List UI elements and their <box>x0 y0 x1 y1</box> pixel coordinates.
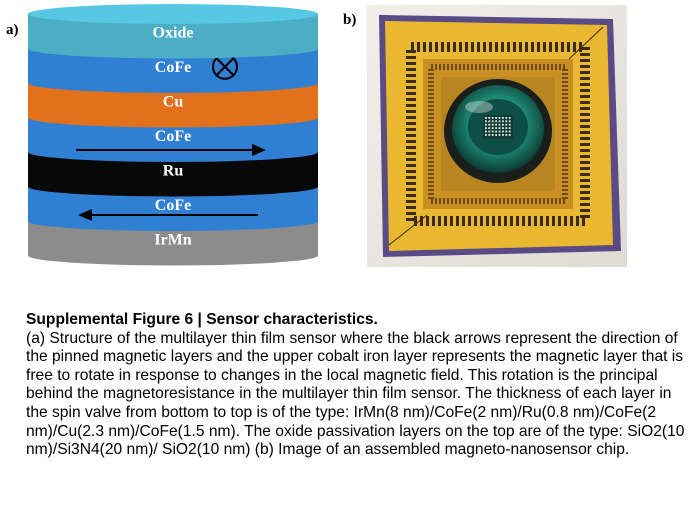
caption-title: Supplemental Figure 6 | Sensor character… <box>26 311 378 328</box>
panel-b-label: b) <box>343 12 357 28</box>
layer-0-band <box>28 14 318 59</box>
layer-0-label: Oxide <box>153 24 194 41</box>
chip-image <box>367 5 627 267</box>
stack-top-face <box>28 4 318 24</box>
sensor-chip-photo <box>367 5 627 267</box>
arrow-left-icon <box>78 209 258 221</box>
layer-6-band <box>28 221 318 266</box>
layer-2-label: Cu <box>163 93 184 110</box>
figure-caption: Supplemental Figure 6 | Sensor character… <box>26 311 694 460</box>
layer-5-label: CoFe <box>155 197 191 214</box>
caption-body: (a) Structure of the multilayer thin fil… <box>26 329 685 459</box>
layer-1-label: CoFe <box>155 59 191 76</box>
layer-2-band <box>28 83 318 128</box>
layer-5-band <box>28 186 318 231</box>
layer-6-label: IrMn <box>154 231 191 248</box>
layer-4-band <box>28 152 318 197</box>
layer-3-label: CoFe <box>155 128 191 145</box>
panel-a-label: a) <box>6 22 19 38</box>
layer-1-band <box>28 48 318 93</box>
arrow-right-icon <box>76 144 266 156</box>
layer-4-label: Ru <box>163 162 184 179</box>
